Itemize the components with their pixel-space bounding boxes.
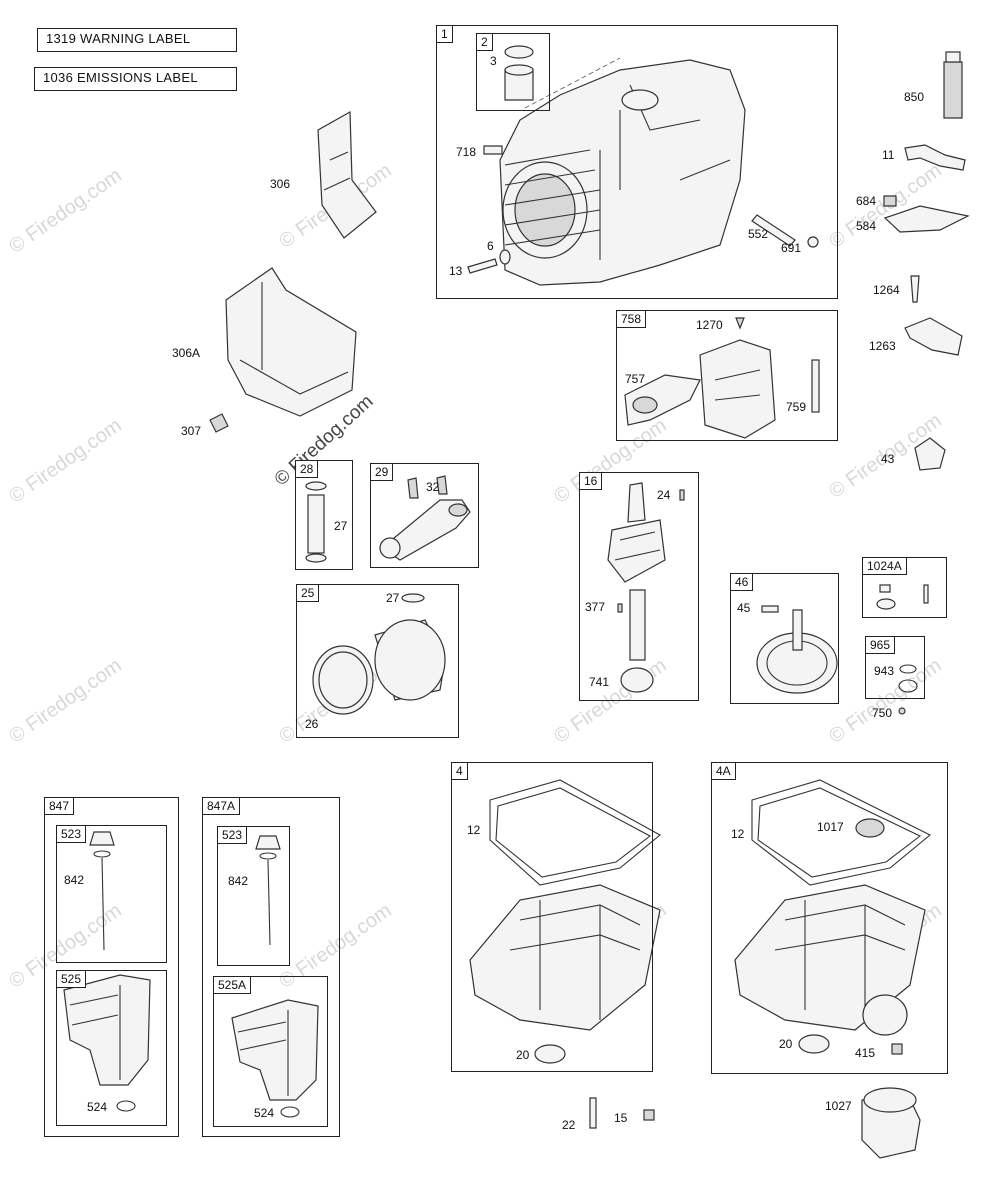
part-number: 750 (872, 706, 893, 720)
part-number: 1263 (869, 339, 896, 353)
part-number: 45 (737, 601, 751, 615)
part-number: 691 (781, 241, 802, 255)
part-number: 850 (904, 90, 925, 104)
group-box-1024A: 1024A (862, 557, 947, 618)
group-number: 1024A (862, 557, 907, 575)
part-number: 842 (228, 874, 249, 888)
group-number: 965 (865, 636, 896, 654)
part-number: 13 (449, 264, 463, 278)
part-number: 524 (87, 1100, 108, 1114)
part-number: 12 (731, 827, 745, 841)
part-number: 943 (874, 664, 895, 678)
part-number: 20 (516, 1048, 530, 1062)
group-number: 2 (476, 33, 493, 51)
part-number: 1027 (825, 1099, 852, 1113)
group-box-4: 4 (451, 762, 653, 1072)
group-number: 847A (202, 797, 241, 815)
emissions-label: 1036 EMISSIONS LABEL (34, 67, 237, 91)
part-number: 27 (334, 519, 348, 533)
part-number: 377 (585, 600, 606, 614)
group-number: 525 (56, 970, 87, 988)
group-box-847A: 847A (202, 797, 340, 1137)
part-number: 20 (779, 1037, 793, 1051)
group-number: 25 (296, 584, 320, 602)
part-number: 43 (881, 452, 895, 466)
part-number: 26 (305, 717, 319, 731)
group-number: 4 (451, 762, 468, 780)
group-box-1: 1 (436, 25, 838, 299)
part-number: 11 (882, 148, 895, 162)
group-number: 525A (213, 976, 252, 994)
group-box-523a: 523 (56, 825, 167, 963)
part-number: 22 (562, 1118, 576, 1132)
part-number: 415 (855, 1046, 876, 1060)
group-box-4A: 4A (711, 762, 948, 1074)
group-box-46: 46 (730, 573, 839, 704)
group-box-847: 847 (44, 797, 179, 1137)
part-number: 684 (856, 194, 877, 208)
group-box-758: 758 (616, 310, 838, 441)
part-number: 741 (589, 675, 610, 689)
part-number: 306 (270, 177, 291, 191)
part-number: 27 (386, 591, 400, 605)
group-box-29: 29 (370, 463, 479, 568)
part-number: 307 (181, 424, 202, 438)
group-number: 523 (217, 826, 248, 844)
group-box-965: 965 (865, 636, 925, 699)
group-box-16: 16 (579, 472, 699, 701)
part-number: 842 (64, 873, 85, 887)
group-box-28: 28 (295, 460, 353, 570)
group-number: 847 (44, 797, 75, 815)
part-number: 759 (786, 400, 807, 414)
group-number: 28 (295, 460, 319, 478)
group-box-525A: 525A (213, 976, 328, 1127)
part-number: 524 (254, 1106, 275, 1120)
part-number: 1270 (696, 318, 723, 332)
group-box-2: 2 (476, 33, 550, 111)
part-number: 32 (426, 480, 440, 494)
group-number: 523 (56, 825, 87, 843)
group-number: 29 (370, 463, 394, 481)
part-number: 6 (487, 239, 494, 253)
part-number: 306A (172, 346, 201, 360)
part-number: 15 (614, 1111, 628, 1125)
group-box-523b: 523 (217, 826, 290, 966)
part-number: 757 (625, 372, 646, 386)
part-number: 1264 (873, 283, 900, 297)
part-number: 718 (456, 145, 477, 159)
group-number: 1 (436, 25, 453, 43)
group-number: 4A (711, 762, 736, 780)
part-number: 12 (467, 823, 481, 837)
part-number: 1017 (817, 820, 844, 834)
group-number: 16 (579, 472, 603, 490)
group-box-525: 525 (56, 970, 167, 1126)
part-number: 552 (748, 227, 769, 241)
part-number: 3 (490, 54, 497, 68)
group-number: 758 (616, 310, 647, 328)
warning-label: 1319 WARNING LABEL (37, 28, 237, 52)
part-number: 584 (856, 219, 877, 233)
part-number: 24 (657, 488, 671, 502)
group-box-25: 25 (296, 584, 459, 738)
group-number: 46 (730, 573, 754, 591)
